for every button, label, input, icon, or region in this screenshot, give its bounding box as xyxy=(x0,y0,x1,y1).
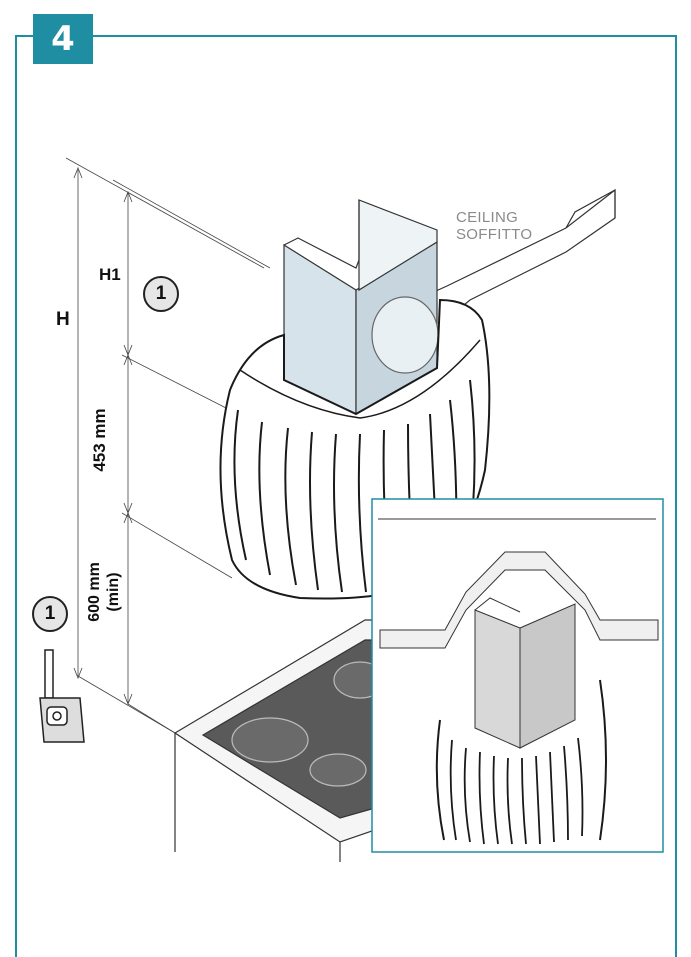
total-height-label: H xyxy=(56,309,70,330)
min-clearance-value: 600 mm xyxy=(86,562,103,622)
chimney-height-label: H1 xyxy=(99,265,121,284)
tape-measure-icon xyxy=(39,649,85,743)
chimney xyxy=(283,199,439,416)
dimension-lines xyxy=(65,157,271,734)
ceiling-label-en: CEILING xyxy=(456,209,519,226)
min-clearance-note: (min) xyxy=(105,572,122,612)
part-callout: 1 xyxy=(143,276,179,312)
hob xyxy=(173,619,387,862)
min-clearance-label: 600 mm (min) xyxy=(85,527,123,657)
hood-height-label: 453 mm xyxy=(90,408,109,472)
inset-detail xyxy=(371,498,664,853)
page-frame xyxy=(15,35,677,957)
ceiling-label-it: SOFFITTO xyxy=(456,226,533,243)
ceiling-label: CEILING SOFFITTO xyxy=(456,209,532,243)
step-number-badge: 4 xyxy=(33,14,93,64)
tool-callout: 1 xyxy=(32,596,68,632)
